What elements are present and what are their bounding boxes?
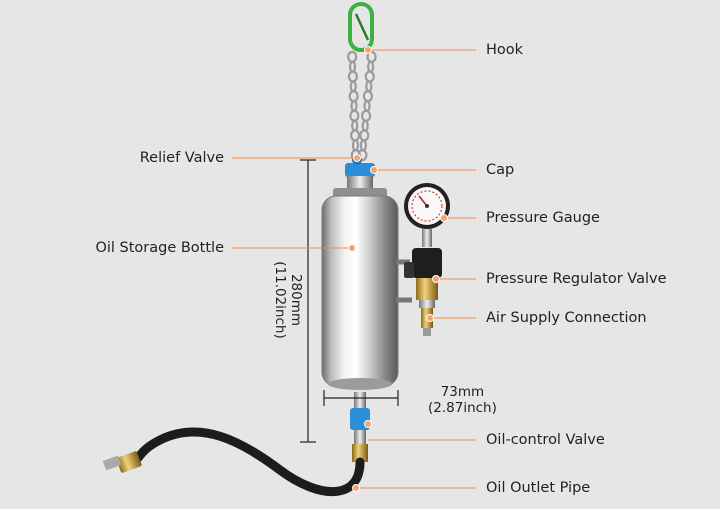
marker-oil-control-valve bbox=[364, 420, 372, 428]
label-cap: Cap bbox=[486, 162, 515, 178]
width-dimension-line bbox=[323, 390, 399, 406]
cap-icon bbox=[333, 163, 387, 198]
pressure-gauge-icon bbox=[404, 183, 450, 247]
label-pressure-regulator-valve: Pressure Regulator Valve bbox=[486, 271, 667, 287]
chain-link bbox=[364, 70, 375, 83]
air-supply-connection-icon bbox=[421, 308, 433, 336]
chain-link bbox=[351, 119, 359, 132]
width-mm: 73mm bbox=[440, 384, 485, 400]
height-dimension-line bbox=[300, 159, 316, 443]
oil-outlet-pipe-icon bbox=[102, 427, 368, 496]
chain-link bbox=[362, 90, 374, 103]
marker-air-supply-connection bbox=[426, 314, 434, 322]
chain-link bbox=[349, 129, 361, 142]
label-relief-valve: Relief Valve bbox=[139, 150, 224, 166]
chain-link bbox=[360, 109, 372, 122]
marker-cap bbox=[370, 166, 378, 174]
marker-oil-storage-bottle bbox=[348, 244, 356, 252]
label-pressure-gauge: Pressure Gauge bbox=[486, 210, 600, 226]
chain-link bbox=[350, 99, 358, 113]
chain-link bbox=[363, 99, 371, 113]
marker-oil-outlet-pipe bbox=[352, 484, 360, 492]
chain-link bbox=[348, 60, 357, 73]
oil-control-valve-icon bbox=[350, 392, 370, 444]
label-air-supply-connection: Air Supply Connection bbox=[486, 310, 647, 326]
chain-link bbox=[359, 139, 367, 152]
chain-link bbox=[365, 80, 373, 93]
chain-link bbox=[349, 109, 360, 122]
height-mm: 280mm bbox=[288, 273, 304, 327]
marker-pressure-regulator-valve bbox=[432, 275, 440, 283]
chain-link bbox=[361, 119, 369, 132]
marker-hook bbox=[364, 46, 372, 54]
chain-link bbox=[349, 80, 357, 93]
oil-storage-bottle-icon bbox=[321, 195, 399, 390]
label-oil-control-valve: Oil-control Valve bbox=[486, 432, 605, 448]
marker-pressure-gauge bbox=[440, 214, 448, 222]
height-dimension-label: 280mm (11.02inch) bbox=[272, 261, 304, 338]
marker-relief-valve bbox=[353, 154, 361, 162]
width-inch: (2.87inch) bbox=[428, 400, 497, 416]
chain-link bbox=[347, 50, 358, 64]
chain-link bbox=[347, 70, 359, 83]
chain bbox=[347, 50, 377, 162]
hook-icon bbox=[348, 2, 374, 52]
chain-link bbox=[348, 90, 359, 103]
chain-link bbox=[359, 129, 370, 142]
label-oil-outlet-pipe: Oil Outlet Pipe bbox=[486, 480, 591, 496]
label-hook: Hook bbox=[486, 42, 524, 58]
width-dimension-label: 73mm (2.87inch) bbox=[428, 384, 497, 416]
chain-link bbox=[351, 139, 360, 152]
label-oil-storage-bottle: Oil Storage Bottle bbox=[95, 240, 224, 256]
chain-link bbox=[367, 60, 375, 73]
pressure-regulator-valve-icon bbox=[404, 248, 442, 308]
height-inch: (11.02inch) bbox=[272, 261, 288, 339]
